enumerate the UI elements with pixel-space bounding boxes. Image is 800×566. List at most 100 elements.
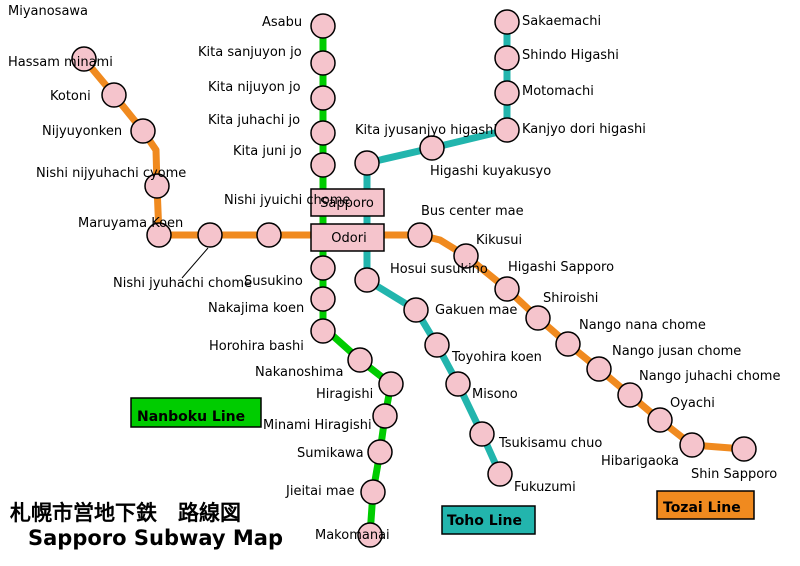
label-nishi-jyuichi-chome: Nishi jyuichi chome [224, 193, 350, 208]
legend-toho-box [441, 505, 536, 535]
label-fukuzumi: Fukuzumi [514, 480, 576, 495]
label-nishi-jyuhachi-chome: Nishi jyuhachi chome [113, 276, 252, 291]
label-nango-juhachi-chome: Nango juhachi chome [639, 369, 780, 384]
station-kita-jyusanjyo-higashi[interactable] [354, 150, 380, 176]
station-nishi-jyuhachi-chome[interactable] [197, 222, 223, 248]
station-nakanoshima[interactable] [347, 347, 373, 373]
label-kita-sanjuyon-jo: Kita sanjuyon jo [198, 45, 302, 60]
station-nijyuyonken[interactable] [130, 118, 156, 144]
label-minami-hiragishi: Minami Hiragishi [263, 418, 372, 433]
station-hibarigaoka[interactable] [679, 432, 705, 458]
station-maruyama-koen[interactable] [146, 222, 172, 248]
label-maruyama-koen: Maruyama Koen [78, 216, 183, 231]
sapporo-station-label: Sapporo [320, 196, 374, 211]
odori-station-box[interactable] [310, 223, 385, 252]
label-nango-nana-chome: Nango nana chome [579, 318, 706, 333]
label-shiroishi: Shiroishi [543, 291, 598, 306]
station-bus-center-mae[interactable] [407, 222, 433, 248]
label-horohira-bashi: Horohira bashi [209, 339, 304, 354]
station-makomanai[interactable] [357, 522, 383, 548]
legend-nanboku-label: Nanboku Line [137, 409, 245, 425]
label-asabu: Asabu [262, 15, 302, 30]
station-hosui-susukino[interactable] [354, 267, 380, 293]
label-nango-jusan-chome: Nango jusan chome [612, 344, 741, 359]
station-nishi-nijyuhachi-cyome[interactable] [144, 173, 170, 199]
label-higashi-kuyakusyo: Higashi kuyakusyo [430, 164, 551, 179]
label-makomanai: Makomanai [315, 528, 390, 543]
label-kita-jyusanjyo-higashi: Kita jyusanjyo higashi [355, 123, 497, 138]
station-toyohira-koen[interactable] [424, 332, 450, 358]
legend-tozai-box [656, 490, 755, 520]
leader-line [181, 247, 209, 279]
station-kita-sanjuyon-jo[interactable] [310, 50, 336, 76]
station-nishi-jyuichi-chome[interactable] [256, 222, 282, 248]
station-kita-juni-jo[interactable] [310, 152, 336, 178]
toho-stations [354, 9, 520, 487]
station-tsukisamu-chuo[interactable] [469, 421, 495, 447]
station-kikusui[interactable] [453, 243, 479, 269]
label-nishi-nijyuhachi-cyome: Nishi nijyuhachi cyome [36, 166, 186, 181]
station-shindo-higashi[interactable] [494, 45, 520, 71]
label-hassam-minami: Hassam minami [8, 55, 113, 70]
label-hibarigaoka: Hibarigaoka [601, 454, 679, 469]
station-higashi-sapporo[interactable] [494, 276, 520, 302]
label-miyanosawa: Miyanosawa [8, 4, 88, 19]
station-shin-sapporo[interactable] [731, 436, 757, 462]
label-nijyuyonken: Nijyuyonken [42, 124, 122, 139]
station-nango-nana-chome[interactable] [555, 331, 581, 357]
station-kanjyo-dori-higashi[interactable] [494, 117, 520, 143]
label-kikusui: Kikusui [476, 233, 522, 248]
station-higashi-kuyakusyo[interactable] [419, 135, 445, 161]
label-nakajima-koen: Nakajima koen [208, 301, 304, 316]
station-fukuzumi[interactable] [487, 461, 513, 487]
station-jieitai-mae[interactable] [360, 479, 386, 505]
station-gakuen-mae[interactable] [403, 297, 429, 323]
station-nango-juhachi-chome[interactable] [617, 382, 643, 408]
station-shiroishi[interactable] [525, 305, 551, 331]
station-asabu[interactable] [310, 13, 336, 39]
legend-tozai-label: Tozai Line [663, 500, 741, 516]
station-nakajima-koen[interactable] [310, 286, 336, 312]
label-toyohira-koen: Toyohira koen [451, 350, 542, 365]
station-motomachi[interactable] [494, 80, 520, 106]
station-kotoni[interactable] [101, 82, 127, 108]
station-misono[interactable] [445, 371, 471, 397]
label-bus-center-mae: Bus center mae [421, 204, 524, 219]
label-hosui-susukino: Hosui susukino [390, 262, 488, 277]
station-hiragishi[interactable] [378, 371, 404, 397]
label-motomachi: Motomachi [522, 84, 594, 99]
label-higashi-sapporo: Higashi Sapporo [508, 260, 614, 275]
station-horohira-bashi[interactable] [310, 318, 336, 344]
label-kotoni: Kotoni [50, 89, 91, 104]
tozai-stations [71, 46, 757, 462]
station-miyanosawa[interactable] [71, 46, 97, 72]
label-shin-sapporo: Shin Sapporo [691, 467, 777, 482]
label-hiragishi: Hiragishi [316, 387, 373, 402]
label-kanjyo-dori-higashi: Kanjyo dori higashi [522, 122, 646, 137]
label-tsukisamu-chuo: Tsukisamu chuo [498, 436, 602, 451]
nanboku-stations [310, 13, 404, 548]
sapporo-station-box[interactable] [310, 188, 385, 217]
station-oyachi[interactable] [647, 407, 673, 433]
station-sumikawa[interactable] [367, 439, 393, 465]
station-sakaemachi[interactable] [494, 9, 520, 35]
label-jieitai-mae: Jieitai mae [285, 484, 355, 499]
legend-toho-label: Toho Line [447, 513, 522, 529]
label-kita-juhachi-jo: Kita juhachi jo [208, 113, 300, 128]
station-minami-hiragishi[interactable] [372, 403, 398, 429]
station-nango-jusan-chome[interactable] [586, 356, 612, 382]
label-sakaemachi: Sakaemachi [522, 14, 601, 29]
label-shindo-higashi: Shindo Higashi [522, 48, 619, 63]
odori-station-label: Odori [331, 231, 366, 246]
map-title-japanese: 札幌市営地下鉄 路線図 [9, 501, 241, 525]
tozai-line-route [80, 55, 748, 453]
station-kita-juhachi-jo[interactable] [310, 120, 336, 146]
label-susukino: Susukino [244, 274, 303, 289]
station-kita-nijuyon-jo[interactable] [310, 85, 336, 111]
station-susukino[interactable] [310, 255, 336, 281]
legend-nanboku-box [130, 397, 262, 428]
label-misono: Misono [472, 387, 518, 402]
label-oyachi: Oyachi [670, 396, 715, 411]
label-gakuen-mae: Gakuen mae [435, 303, 517, 318]
